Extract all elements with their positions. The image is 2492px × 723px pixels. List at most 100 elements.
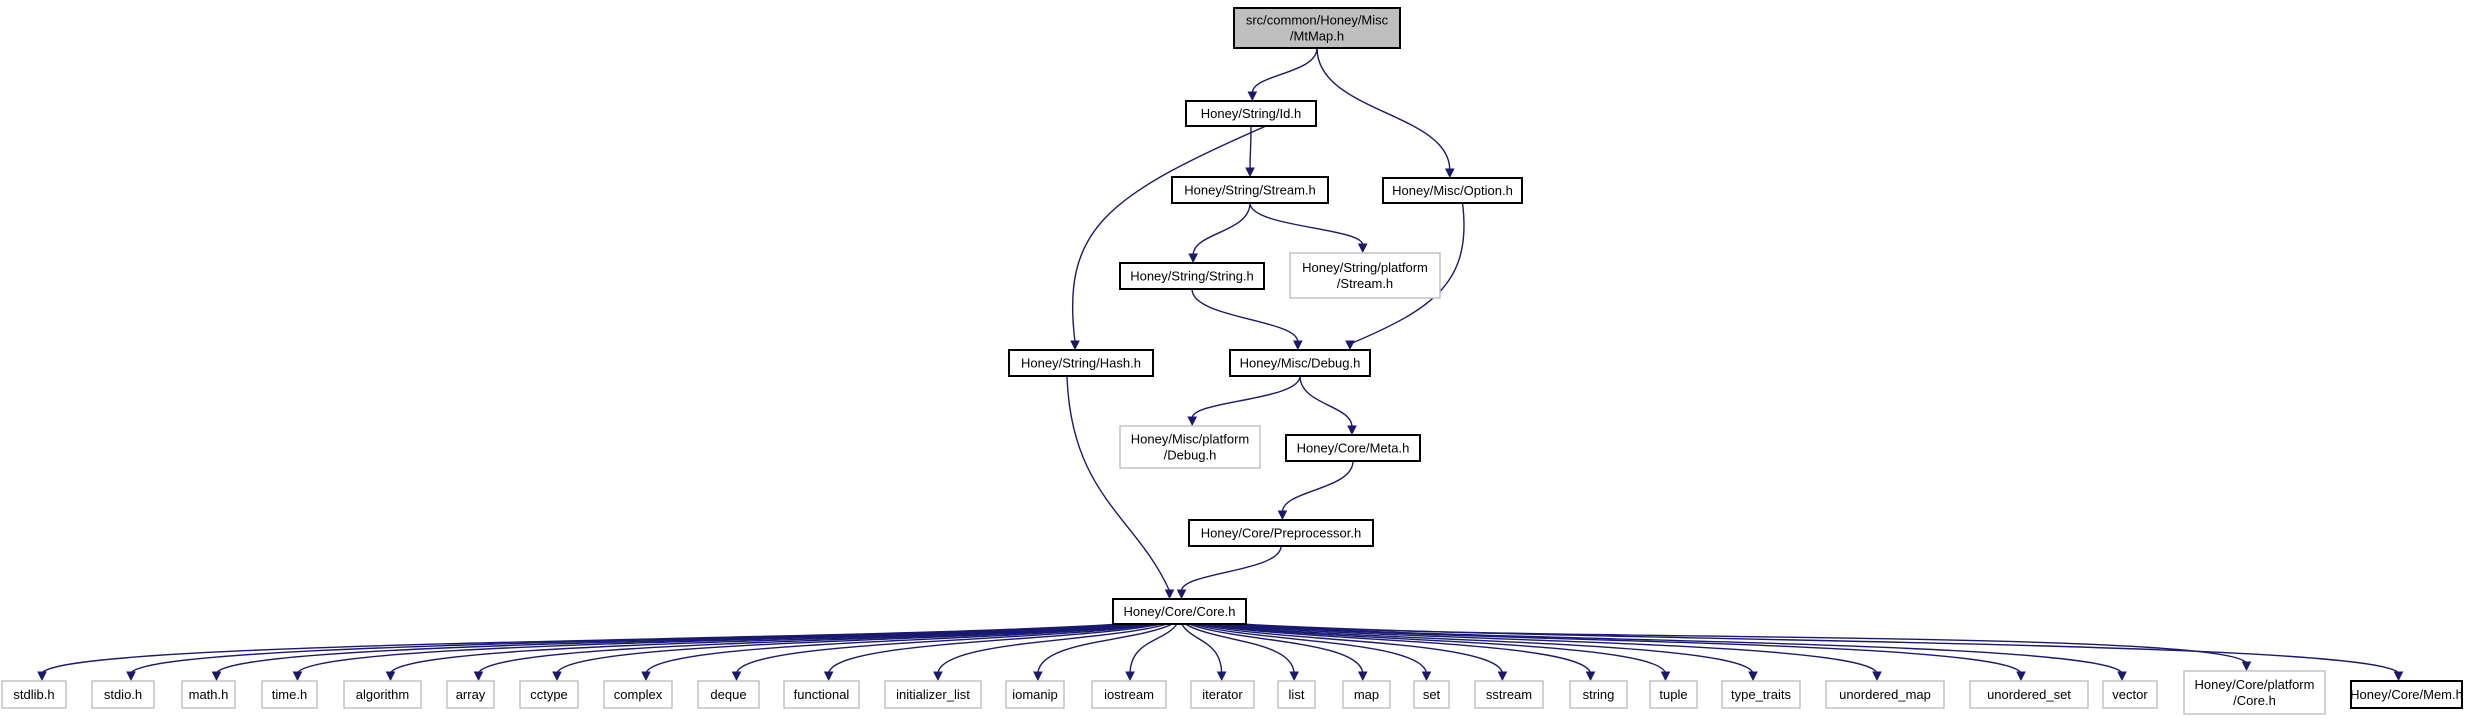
node-box-string (1119, 262, 1265, 290)
node-umap: unordered_map (1825, 680, 1945, 709)
node-array: array (446, 680, 495, 709)
node-debug[interactable]: Honey/Misc/Debug.h (1229, 349, 1371, 377)
node-box-debug (1229, 349, 1371, 377)
node-pdebug: Honey/Misc/platform/Debug.h (1119, 425, 1261, 469)
arrowhead-core-to-cctype (552, 671, 562, 682)
node-box-vector (2102, 680, 2158, 709)
node-label-mtmap: /MtMap.h (1290, 29, 1344, 44)
node-pstream: Honey/String/platform/Stream.h (1289, 252, 1441, 299)
edge-stream-to-pstream (1249, 202, 1364, 246)
node-layer: src/common/Honey/Misc/MtMap.hHoney/Strin… (1, 7, 2463, 715)
arrowhead-core-to-map (1357, 671, 1368, 682)
arrowhead-core-to-iostream (1125, 671, 1135, 682)
node-label-set: set (1423, 687, 1441, 702)
arrowhead-stream-to-pstream (1357, 243, 1368, 254)
node-initlist: initializer_list (884, 680, 982, 709)
node-box-initlist (884, 680, 982, 709)
node-label-typetraits: type_traits (1731, 687, 1791, 702)
arrowhead-core-to-typetraits (1748, 671, 1758, 682)
edge-core-to-mem (1239, 623, 2400, 674)
node-box-stdlib (1, 680, 67, 709)
node-id[interactable]: Honey/String/Id.h (1185, 100, 1317, 127)
node-label-complex: complex (614, 687, 663, 702)
node-preproc[interactable]: Honey/Core/Preprocessor.h (1188, 519, 1374, 547)
arrowhead-core-to-sstream (1497, 671, 1508, 682)
node-label-pdebug: Honey/Misc/platform (1131, 432, 1249, 447)
node-mtmap[interactable]: src/common/Honey/Misc/MtMap.h (1233, 7, 1401, 49)
node-box-cctype (519, 680, 579, 709)
node-box-uset (1969, 680, 2089, 709)
edge-core-to-functional (827, 623, 1162, 674)
node-box-stdstring (1569, 680, 1628, 709)
node-box-set (1413, 680, 1450, 709)
node-tuple: tuple (1649, 680, 1698, 709)
edge-core-to-array (477, 623, 1145, 674)
node-label-algorithm: algorithm (356, 687, 409, 702)
edge-core-to-stdstring (1200, 623, 1592, 674)
arrowhead-core-to-iomanip (1033, 671, 1043, 682)
node-iomanip: iomanip (1005, 680, 1065, 709)
node-uset: unordered_set (1969, 680, 2089, 709)
node-label-mem: Honey/Core/Mem.h (2350, 687, 2463, 702)
arrowhead-core-to-time (292, 671, 303, 682)
node-mem[interactable]: Honey/Core/Mem.h (2350, 680, 2463, 709)
node-box-preproc (1188, 519, 1374, 547)
edge-core-to-set (1191, 623, 1428, 674)
node-stdio: stdio.h (91, 680, 155, 709)
arrowhead-core-to-math (211, 671, 222, 682)
node-stdlib: stdlib.h (1, 680, 67, 709)
arrowhead-core-to-algorithm (385, 671, 396, 682)
node-box-deque (697, 680, 760, 709)
arrowhead-core-to-array (473, 671, 484, 682)
node-box-hash (1008, 349, 1154, 377)
node-label-initlist: initializer_list (896, 687, 970, 702)
arrowhead-hash-to-core (1164, 589, 1175, 600)
node-box-iostream (1091, 680, 1167, 709)
node-label-iterator: iterator (1202, 687, 1243, 702)
arrowhead-core-to-initlist (933, 671, 943, 682)
node-box-pcore (2183, 670, 2326, 715)
edge-hash-to-core (1066, 375, 1171, 592)
node-stdstring: string (1569, 680, 1628, 709)
node-stream[interactable]: Honey/String/Stream.h (1171, 176, 1329, 204)
arrowhead-preproc-to-core (1176, 589, 1187, 600)
node-box-pdebug (1119, 425, 1261, 469)
arrowhead-core-to-stdio (126, 671, 136, 682)
node-box-sstream (1474, 680, 1544, 709)
node-meta[interactable]: Honey/Core/Meta.h (1285, 434, 1421, 462)
node-label-pdebug: /Debug.h (1164, 448, 1217, 463)
node-box-stdio (91, 680, 155, 709)
node-label-list: list (1289, 687, 1305, 702)
node-label-pcore: /Core.h (2233, 693, 2276, 708)
node-label-tuple: tuple (1659, 687, 1687, 702)
node-label-deque: deque (710, 687, 746, 702)
node-hash[interactable]: Honey/String/Hash.h (1008, 349, 1154, 377)
edge-mtmap-to-id (1251, 47, 1318, 94)
arrowhead-debug-to-meta (1347, 425, 1357, 436)
node-set: set (1413, 680, 1450, 709)
node-box-mem (2350, 680, 2463, 709)
arrowhead-meta-to-preproc (1277, 510, 1288, 521)
node-label-preproc: Honey/Core/Preprocessor.h (1201, 526, 1361, 541)
arrowhead-core-to-mem (2393, 671, 2404, 682)
node-core[interactable]: Honey/Core/Core.h (1112, 598, 1247, 625)
edge-mtmap-to-option (1316, 47, 1451, 171)
node-label-functional: functional (794, 687, 850, 702)
edge-core-to-cctype (556, 623, 1149, 674)
edge-core-to-umap (1214, 623, 1878, 674)
node-option[interactable]: Honey/Misc/Option.h (1382, 177, 1523, 204)
arrowhead-core-to-umap (1872, 671, 1882, 682)
node-label-array: array (456, 687, 486, 702)
node-deque: deque (697, 680, 760, 709)
edge-preproc-to-core (1180, 545, 1282, 592)
node-time: time.h (261, 680, 318, 709)
edge-core-to-uset (1221, 623, 2022, 674)
arrowhead-core-to-complex (641, 671, 651, 682)
node-label-math: math.h (189, 687, 229, 702)
edge-core-to-initlist (937, 623, 1168, 674)
node-map: map (1342, 680, 1391, 709)
node-box-algorithm (343, 680, 422, 709)
node-box-umap (1825, 680, 1945, 709)
node-string[interactable]: Honey/String/String.h (1119, 262, 1265, 290)
node-label-mtmap: src/common/Honey/Misc (1246, 13, 1389, 28)
